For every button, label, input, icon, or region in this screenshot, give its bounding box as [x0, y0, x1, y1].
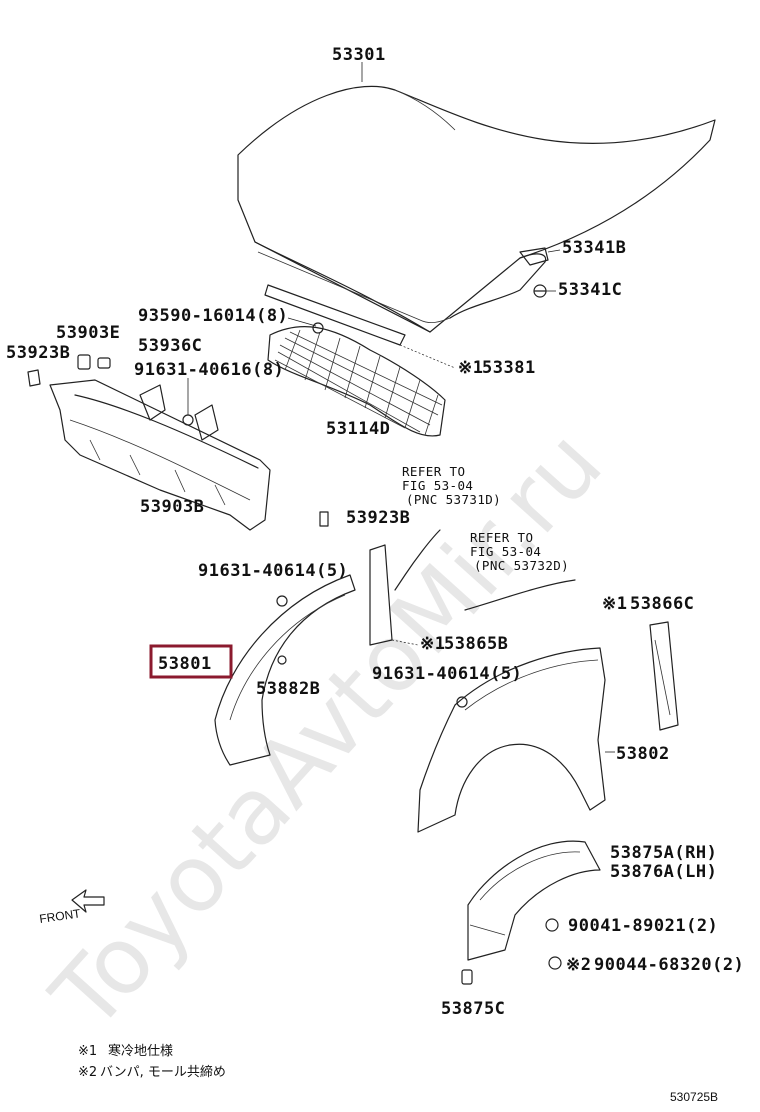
label-53903e[interactable]: 53903E — [56, 323, 120, 343]
clip-53903e[interactable] — [77, 354, 91, 370]
note-mark-90044: ※2 — [566, 955, 591, 975]
note1-mark: ※1 — [78, 1044, 97, 1059]
radiator-support-53903b[interactable] — [49, 379, 329, 531]
watermark: ToyotaAvtoMir.ru — [31, 410, 622, 1050]
label-53865b[interactable]: 53865B — [444, 634, 508, 654]
front-fender-apron-53801[interactable] — [214, 574, 356, 766]
hood-53301[interactable] — [237, 85, 716, 333]
label-53802[interactable]: 53802 — [616, 744, 670, 764]
label-53866c[interactable]: 53866C — [630, 594, 694, 614]
clip-53875c[interactable] — [461, 969, 473, 985]
label-91631-40614-a[interactable]: 91631-40614(5) — [198, 561, 348, 581]
ref2-line2: FIG 53-04 — [470, 544, 541, 559]
note1-text: 寒冷地仕様 — [108, 1043, 173, 1059]
label-53882b[interactable]: 53882B — [256, 679, 320, 699]
front-label: FRONT — [38, 906, 82, 926]
ref1-line1: REFER TO — [402, 464, 465, 479]
label-53341c[interactable]: 53341C — [558, 280, 622, 300]
label-93590-16014[interactable]: 93590-16014(8) — [138, 306, 288, 326]
label-53876a[interactable]: 53876A(LH) — [610, 862, 717, 882]
label-91631-40614-b[interactable]: 91631-40614(5) — [372, 664, 522, 684]
ref2-line3[interactable]: (PNC 53732D) — [474, 558, 569, 573]
fender-liner-53875a[interactable] — [467, 840, 601, 961]
note2-text: バンパ, モール共締め — [100, 1064, 226, 1080]
note-mark-53866c: ※1 — [602, 594, 627, 614]
hood-lock-cable-ref-2 — [464, 579, 576, 611]
cushion-53936c[interactable] — [97, 357, 111, 369]
seal-53866c[interactable] — [649, 621, 679, 731]
label-53381[interactable]: 53381 — [482, 358, 536, 378]
screw-90044[interactable] — [548, 956, 562, 970]
note2-mark: ※2 — [78, 1065, 97, 1080]
label-91631-40616[interactable]: 91631-40616(8) — [134, 360, 284, 380]
label-53801[interactable]: 53801 — [158, 654, 212, 674]
label-53923b-left[interactable]: 53923B — [6, 343, 70, 363]
label-53341b[interactable]: 53341B — [562, 238, 626, 258]
label-53114d[interactable]: 53114D — [326, 419, 390, 439]
ref2-line1: REFER TO — [470, 530, 533, 545]
highlight-53801 — [149, 644, 233, 679]
note-mark-53381: ※1 — [458, 358, 483, 378]
label-53875c[interactable]: 53875C — [441, 999, 505, 1019]
label-90044-68320[interactable]: 90044-68320(2) — [594, 955, 744, 975]
clip-53923b-left[interactable] — [27, 369, 41, 387]
note-mark-53865b: ※1 — [420, 634, 445, 654]
grille-53114d[interactable] — [267, 322, 446, 437]
hood-cushion-53341c[interactable] — [533, 284, 547, 298]
label-53936c[interactable]: 53936C — [138, 336, 202, 356]
hood-bumper-53341b[interactable] — [519, 247, 549, 266]
front-fender-53802[interactable] — [417, 647, 606, 833]
label-90041-89021[interactable]: 90041-89021(2) — [568, 916, 718, 936]
front-arrow-icon — [71, 889, 105, 913]
ref1-line2: FIG 53-04 — [402, 478, 473, 493]
label-53875a[interactable]: 53875A(RH) — [610, 843, 717, 863]
figure-number: 530725B — [670, 1090, 718, 1104]
hood-lock-cable-ref — [394, 529, 441, 591]
label-53903b[interactable]: 53903B — [140, 497, 204, 517]
ref1-line3[interactable]: (PNC 53731D) — [406, 492, 501, 507]
label-53923b-right[interactable]: 53923B — [346, 508, 410, 528]
label-53301[interactable]: 53301 — [332, 45, 386, 65]
bolt-90041[interactable] — [545, 918, 559, 932]
